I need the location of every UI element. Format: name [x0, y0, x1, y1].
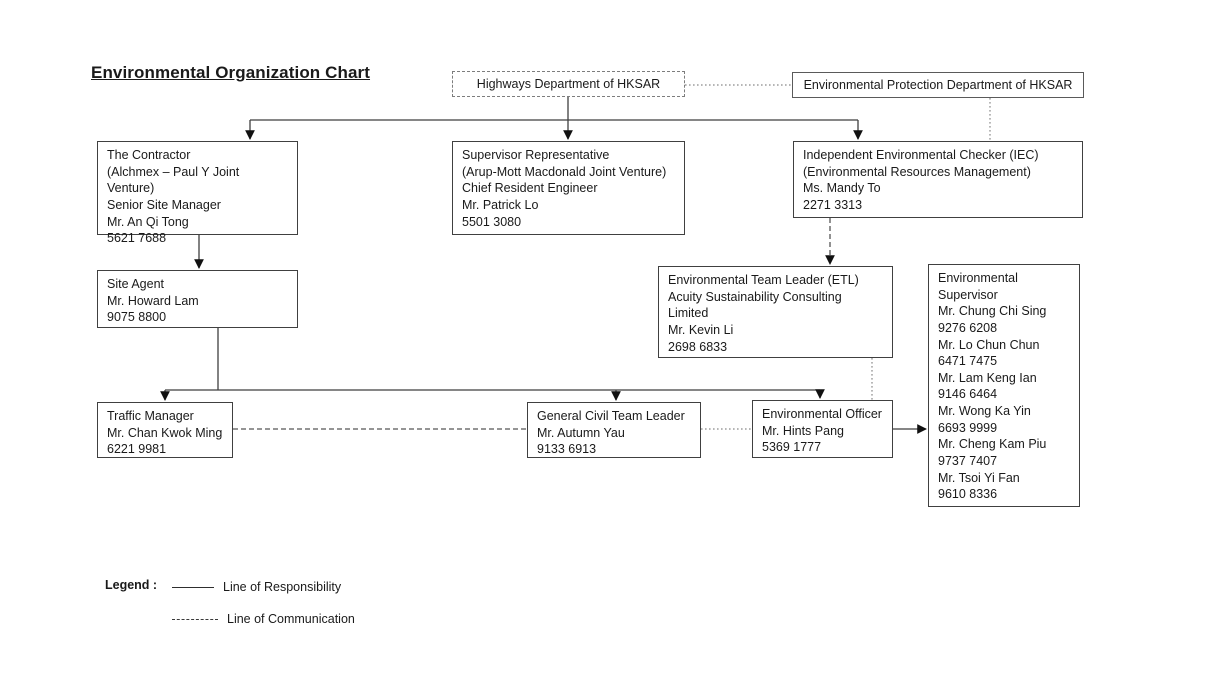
node-environmental-protection-department: Environmental Protection Department of H… — [792, 72, 1084, 98]
node-highways-department: Highways Department of HKSAR — [452, 71, 685, 97]
node-traffic-manager: Traffic Manager Mr. Chan Kwok Ming 6221 … — [97, 402, 233, 458]
node-environmental-team-leader: Environmental Team Leader (ETL) Acuity S… — [658, 266, 893, 358]
legend-dashed-line-sample — [172, 618, 218, 620]
node-general-civil-team-leader: General Civil Team Leader Mr. Autumn Yau… — [527, 402, 701, 458]
legend-item-label: Line of Responsibility — [223, 580, 342, 594]
node-contractor: The Contractor (Alchmex – Paul Y Joint V… — [97, 141, 298, 245]
node-site-agent: Site Agent Mr. Howard Lam 9075 8800 — [97, 270, 298, 328]
legend-item-responsibility: Line of Responsibility — [172, 580, 341, 594]
page-title: Environmental Organization Chart — [91, 63, 371, 82]
legend-item-communication: Line of Communication — [172, 612, 355, 626]
node-supervisor-representative: Supervisor Representative (Arup-Mott Mac… — [452, 141, 685, 235]
node-environmental-supervisor: Environmental Supervisor Mr. Chung Chi S… — [928, 264, 1080, 507]
node-independent-environmental-checker: Independent Environmental Checker (IEC) … — [793, 141, 1083, 218]
legend-solid-line-sample — [172, 586, 214, 588]
node-environmental-officer: Environmental Officer Mr. Hints Pang 536… — [752, 400, 893, 458]
legend-title: Legend : — [105, 578, 158, 592]
legend-item-label: Line of Communication — [227, 612, 355, 626]
